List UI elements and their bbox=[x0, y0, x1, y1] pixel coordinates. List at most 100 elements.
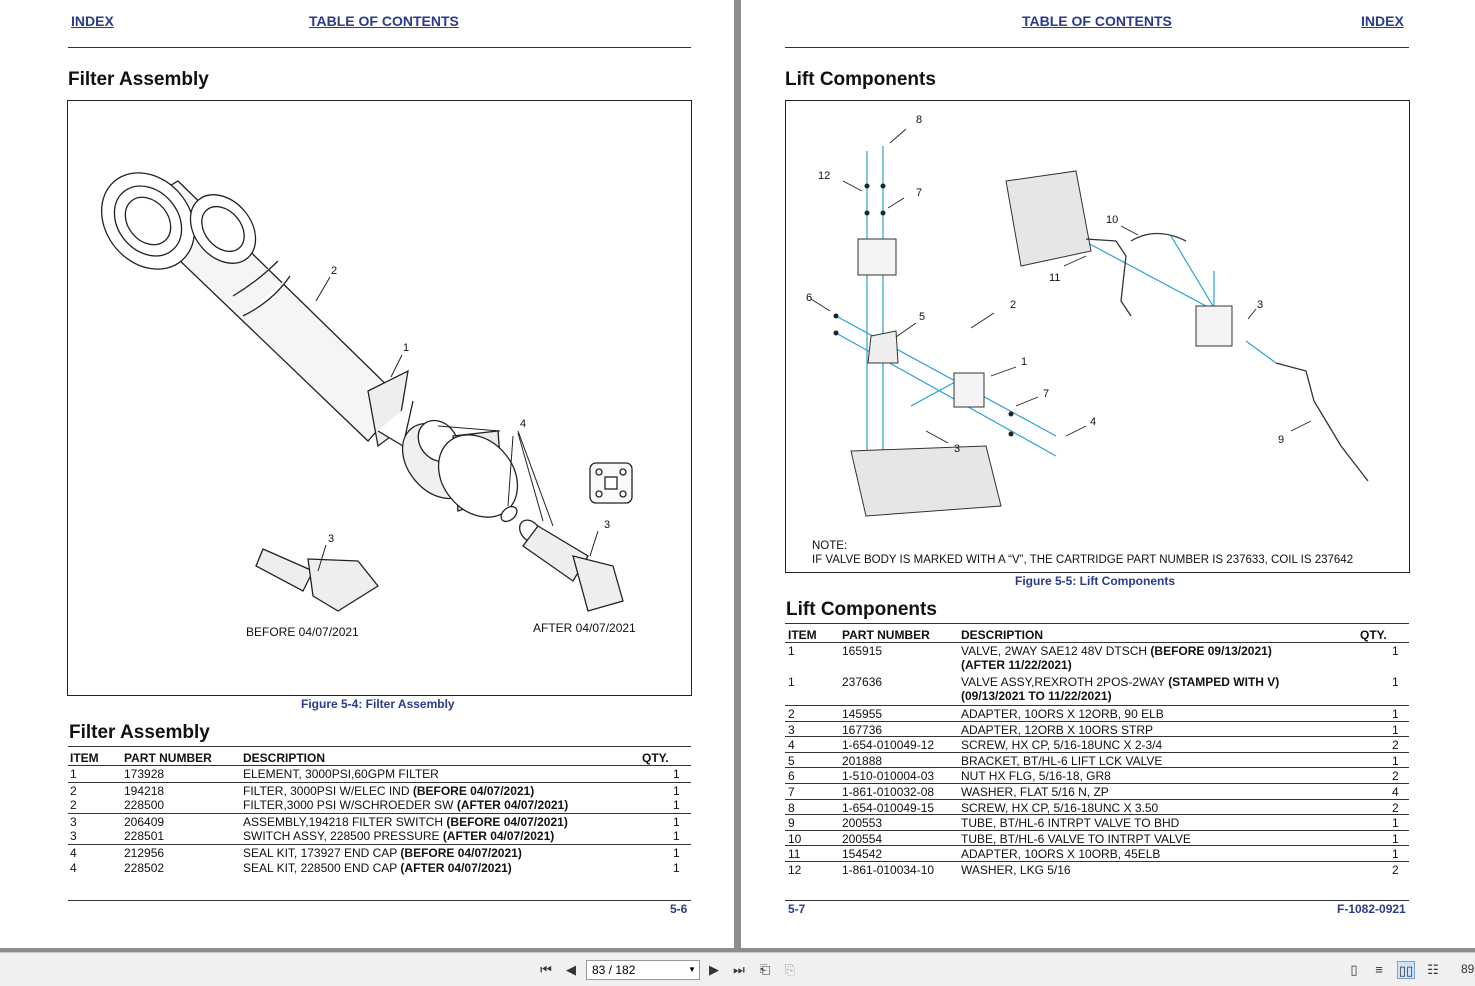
cell-desc: TUBE, BT/HL-6 INTRPT VALVE TO BHD bbox=[961, 816, 1179, 830]
zoom-level[interactable]: 89 bbox=[1461, 962, 1475, 976]
cell-part: 145955 bbox=[842, 707, 883, 721]
cell-item: 2 bbox=[788, 707, 795, 721]
cell-desc: ASSEMBLY,194218 FILTER SWITCH (BEFORE 04… bbox=[243, 815, 568, 829]
desc-text: VALVE, 2WAY SAE12 48V DTSCH bbox=[961, 644, 1151, 658]
filter-assembly-illustration: 2 1 4 3 3 BEFORE 04/07/2021 AFTER 04/07/… bbox=[100, 172, 636, 639]
continuous-icon[interactable]: ≡ bbox=[1375, 962, 1383, 977]
cell-part: 206409 bbox=[124, 814, 165, 829]
cell-qty: 1 bbox=[673, 829, 680, 844]
callout-1: 1 bbox=[1021, 356, 1027, 368]
cell-part: 194218 bbox=[124, 783, 165, 798]
cell-desc: ELEMENT, 3000PSI,60GPM FILTER bbox=[243, 767, 439, 781]
toc-link[interactable]: TABLE OF CONTENTS bbox=[1022, 13, 1172, 29]
table-header: ITEM PART NUMBER DESCRIPTION QTY. bbox=[785, 623, 1409, 643]
cell-item: 11 bbox=[788, 847, 801, 862]
cell-desc: VALVE ASSY,REXROTH 2POS-2WAY (STAMPED WI… bbox=[961, 675, 1279, 703]
chevron-down-icon[interactable]: ▼ bbox=[688, 965, 696, 974]
desc-date-note-line2: (09/13/2021 TO 11/22/2021) bbox=[961, 689, 1112, 703]
section-title: Filter Assembly bbox=[68, 69, 209, 90]
note-text: IF VALVE BODY IS MARKED WITH A “V”, THE … bbox=[812, 554, 1354, 566]
desc-text: ADAPTER, 12ORB X 10ORS STRP bbox=[961, 722, 1154, 737]
cell-part: 200554 bbox=[842, 831, 883, 846]
desc-date-note: (AFTER 04/07/2021) bbox=[456, 798, 569, 813]
cell-part: 1-861-010034-10 bbox=[842, 862, 935, 877]
last-page-icon[interactable]: ⏭ bbox=[733, 962, 745, 977]
cell-qty: 1 bbox=[673, 783, 680, 798]
callout-12: 12 bbox=[818, 170, 830, 182]
prev-page-icon[interactable]: ◀ bbox=[566, 962, 576, 977]
cell-item: 8 bbox=[788, 800, 795, 815]
index-link[interactable]: INDEX bbox=[71, 13, 114, 29]
cell-desc: WASHER, FLAT 5/16 N, ZP bbox=[961, 785, 1109, 799]
desc-date-note: (AFTER 04/07/2021) bbox=[442, 829, 555, 844]
document-viewer[interactable]: INDEX TABLE OF CONTENTS Filter Assembly bbox=[0, 0, 1475, 952]
two-page-continuous-icon[interactable]: ☷ bbox=[1427, 962, 1439, 977]
desc-text: SEAL KIT, 228500 END CAP bbox=[243, 860, 401, 875]
cell-qty: 1 bbox=[1392, 847, 1399, 862]
after-label: AFTER 04/07/2021 bbox=[533, 621, 636, 635]
cell-desc: SCREW, HX CP, 5/16-18UNC X 3.50 bbox=[961, 801, 1158, 815]
cell-item: 4 bbox=[788, 738, 795, 753]
page-left: INDEX TABLE OF CONTENTS Filter Assembly bbox=[0, 0, 734, 948]
cell-desc: TUBE, BT/HL-6 VALVE TO INTRPT VALVE bbox=[961, 832, 1191, 846]
lift-components-illustration: 12 8 7 6 5 2 1 7 3 4 10 11 3 9 bbox=[806, 114, 1369, 517]
callout-8: 8 bbox=[916, 114, 922, 126]
single-page-icon[interactable]: ▯ bbox=[1350, 962, 1358, 977]
desc-text: ELEMENT, 3000PSI,60GPM FILTER bbox=[243, 767, 439, 781]
header-rule bbox=[68, 47, 691, 48]
desc-text: FILTER,3000 PSI W/SCHROEDER SW bbox=[243, 798, 457, 813]
cell-part: 237636 bbox=[842, 675, 883, 689]
cell-item: 3 bbox=[70, 829, 77, 844]
index-link[interactable]: INDEX bbox=[1361, 13, 1404, 29]
cell-desc: WASHER, LKG 5/16 bbox=[961, 863, 1071, 877]
cell-part: 1-510-010004-03 bbox=[842, 769, 935, 784]
cell-desc: FILTER, 3000PSI W/ELEC IND (BEFORE 04/07… bbox=[243, 784, 534, 798]
go-back-icon[interactable]: ⎗ bbox=[759, 962, 771, 977]
callout-2: 2 bbox=[1010, 299, 1016, 311]
cell-qty: 2 bbox=[1392, 738, 1399, 753]
cell-item: 3 bbox=[70, 814, 77, 829]
cell-part: 228500 bbox=[124, 798, 165, 813]
cell-qty: 1 bbox=[673, 767, 680, 781]
first-page-icon[interactable]: ⏮ bbox=[540, 962, 552, 977]
two-page-icon[interactable]: ▯▯ bbox=[1397, 961, 1415, 979]
cell-qty: 1 bbox=[1392, 722, 1399, 737]
page-number-input[interactable]: 83 / 182 ▼ bbox=[586, 960, 700, 980]
cell-part: 1-861-010032-08 bbox=[842, 784, 935, 799]
cell-qty: 1 bbox=[1392, 753, 1399, 768]
cell-part: 201888 bbox=[842, 753, 883, 768]
next-page-icon[interactable]: ▶ bbox=[709, 962, 719, 977]
cell-qty: 1 bbox=[1392, 816, 1399, 831]
desc-date-note-line2: (AFTER 11/22/2021) bbox=[961, 658, 1072, 672]
desc-date-note: (BEFORE 04/07/2021) bbox=[412, 783, 535, 798]
cell-desc: SEAL KIT, 173927 END CAP (BEFORE 04/07/2… bbox=[243, 846, 522, 860]
cell-item: 7 bbox=[788, 784, 795, 799]
desc-date-note: (BEFORE 09/13/2021) bbox=[1150, 644, 1272, 658]
cell-desc: SWITCH ASSY, 228500 PRESSURE (AFTER 04/0… bbox=[243, 829, 554, 843]
table-row: 2 194218 FILTER, 3000PSI W/ELEC IND (BEFOR… bbox=[68, 781, 691, 798]
cell-desc: VALVE, 2WAY SAE12 48V DTSCH (BEFORE 09/1… bbox=[961, 644, 1272, 672]
cell-item: 2 bbox=[70, 798, 77, 813]
figure-caption: Figure 5-5: Lift Components bbox=[1015, 574, 1175, 588]
col-desc: DESCRIPTION bbox=[243, 751, 326, 765]
cell-item: 6 bbox=[788, 769, 795, 784]
callout-10: 10 bbox=[1106, 214, 1118, 226]
cell-part: 200553 bbox=[842, 816, 883, 831]
cell-qty: 2 bbox=[1392, 862, 1399, 877]
cell-desc: ADAPTER, 12ORB X 10ORS STRP bbox=[961, 723, 1153, 737]
doc-number: F-1082-0921 bbox=[1337, 902, 1406, 916]
table-title: Filter Assembly bbox=[69, 722, 210, 743]
callout-5: 5 bbox=[919, 311, 925, 323]
cell-part: 165915 bbox=[842, 644, 883, 658]
cell-item: 4 bbox=[70, 845, 77, 860]
cell-item: 2 bbox=[70, 783, 77, 798]
desc-text: SEAL KIT, 173927 END CAP bbox=[243, 845, 401, 860]
cell-qty: 2 bbox=[1392, 800, 1399, 815]
go-forward-icon[interactable]: ⎘ bbox=[784, 962, 796, 977]
toc-link[interactable]: TABLE OF CONTENTS bbox=[309, 13, 459, 29]
